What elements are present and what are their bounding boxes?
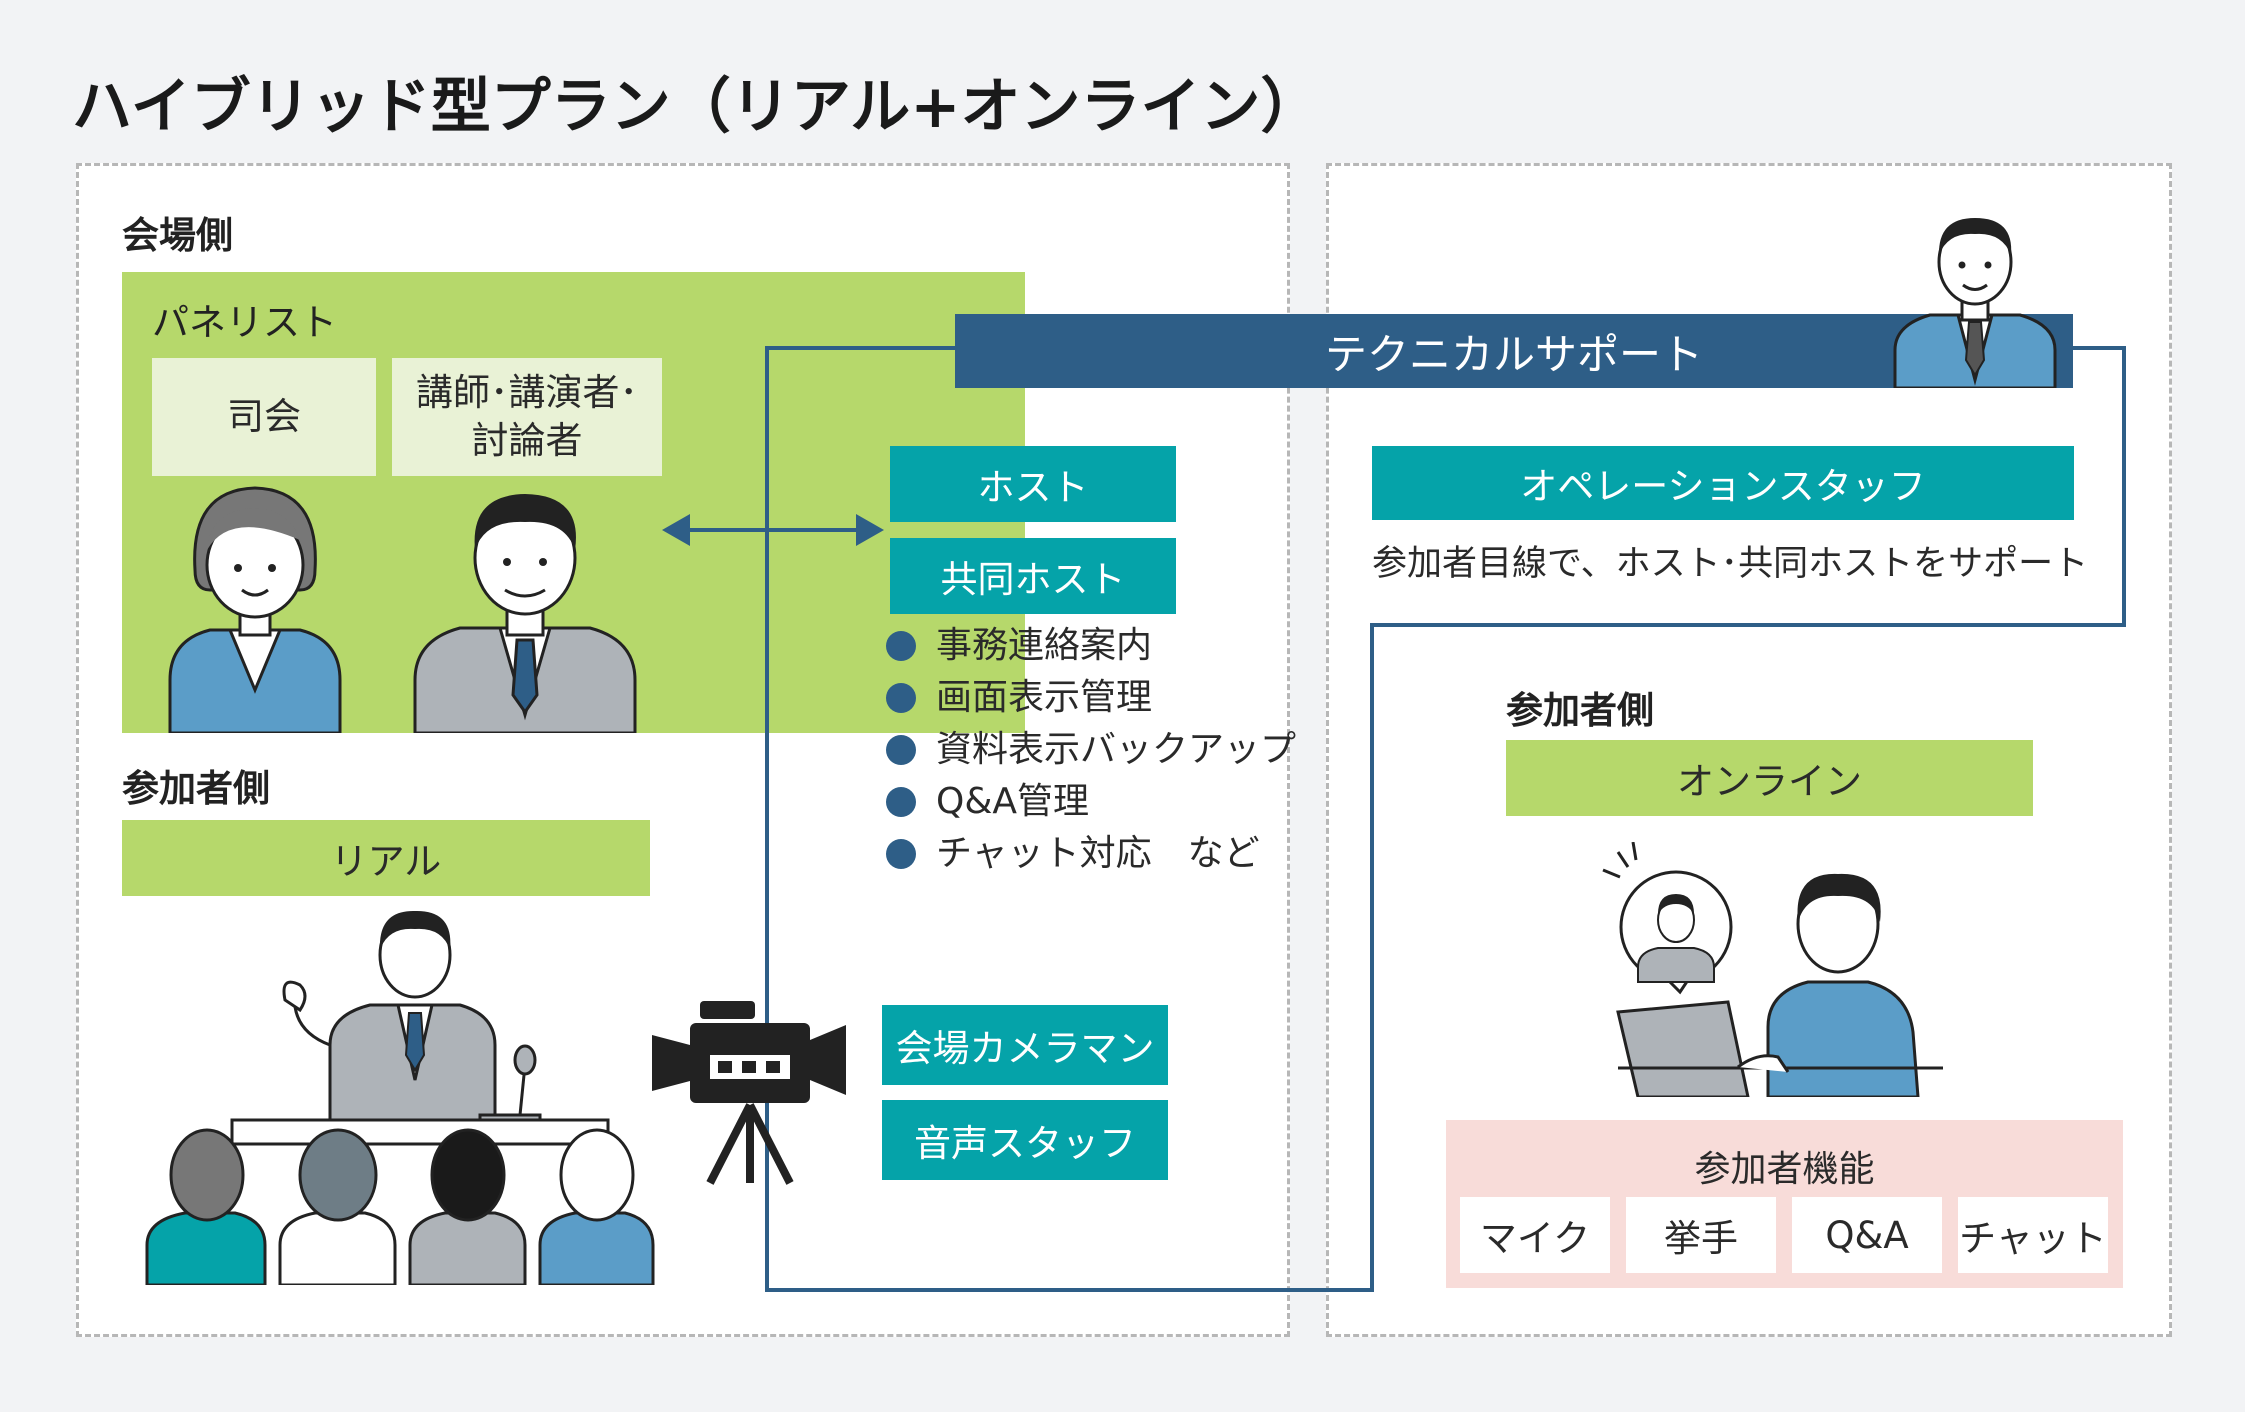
audience-person-2 bbox=[278, 1128, 397, 1285]
panelists-heading: パネリスト bbox=[152, 301, 337, 344]
bullet-dot-icon bbox=[886, 787, 916, 817]
participant-features-heading: 参加者機能 bbox=[1694, 1149, 1875, 1190]
support-frame-line bbox=[765, 346, 2126, 1292]
task-item: チャット対応 など bbox=[886, 828, 1296, 880]
online-participant-illustration bbox=[1602, 842, 1943, 1097]
task-item: 事務連絡案内 bbox=[886, 620, 1296, 672]
video-bubble-icon bbox=[1602, 842, 1733, 995]
task-item: Q&A管理 bbox=[886, 776, 1296, 828]
podium-speaker-illustration bbox=[282, 910, 542, 1131]
support-staff-illustration bbox=[1893, 218, 2057, 388]
venue-participants-heading: 参加者側 bbox=[122, 767, 270, 810]
audio-staff-box: 音声スタッフ bbox=[882, 1100, 1168, 1180]
audience-person-4 bbox=[538, 1128, 655, 1285]
operation-staff-box: オペレーションスタッフ bbox=[1372, 446, 2074, 520]
host-task-list: 事務連絡案内 画面表示管理 資料表示バックアップ Q&A管理 チャット対応 など bbox=[886, 620, 1296, 880]
link-arrow-right-head bbox=[856, 514, 884, 546]
host-box: ホスト bbox=[890, 446, 1176, 522]
feature-mic: マイク bbox=[1460, 1197, 1610, 1273]
role-moderator: 司会 bbox=[152, 358, 376, 476]
feature-raise-hand: 挙手 bbox=[1626, 1197, 1776, 1273]
male-speaker-illustration bbox=[413, 494, 637, 733]
technical-support-bar: テクニカルサポート bbox=[955, 314, 2073, 388]
bullet-dot-icon bbox=[886, 839, 916, 869]
page-title: ハイブリッド型プラン（リアル+オンライン） bbox=[72, 72, 1321, 142]
venue-camera-box: 会場カメラマン bbox=[882, 1005, 1168, 1085]
bullet-dot-icon bbox=[886, 631, 916, 661]
female-moderator-illustration bbox=[168, 486, 342, 733]
operation-description: 参加者目線で、ホスト･共同ホストをサポート bbox=[1372, 544, 2089, 584]
bullet-dot-icon bbox=[886, 735, 916, 765]
online-participants-heading: 参加者側 bbox=[1506, 689, 1654, 732]
venue-heading: 会場側 bbox=[122, 214, 233, 257]
audience-person-3 bbox=[408, 1128, 527, 1285]
task-item: 資料表示バックアップ bbox=[886, 724, 1296, 776]
video-camera-icon bbox=[652, 1001, 846, 1185]
bullet-dot-icon bbox=[886, 683, 916, 713]
real-mode-bar: リアル bbox=[122, 820, 650, 896]
link-arrow-left-head bbox=[662, 514, 690, 546]
role-speakers: 講師･講演者･ 討論者 bbox=[392, 358, 662, 476]
task-item: 画面表示管理 bbox=[886, 672, 1296, 724]
audience-person-1 bbox=[145, 1128, 267, 1285]
podium-table-illustration bbox=[230, 1118, 610, 1146]
cohost-box: 共同ホスト bbox=[890, 538, 1176, 614]
feature-chat: チャット bbox=[1958, 1197, 2108, 1273]
feature-qa: Q&A bbox=[1792, 1197, 1942, 1273]
audience-illustration bbox=[145, 1128, 655, 1285]
online-mode-bar: オンライン bbox=[1506, 740, 2033, 816]
